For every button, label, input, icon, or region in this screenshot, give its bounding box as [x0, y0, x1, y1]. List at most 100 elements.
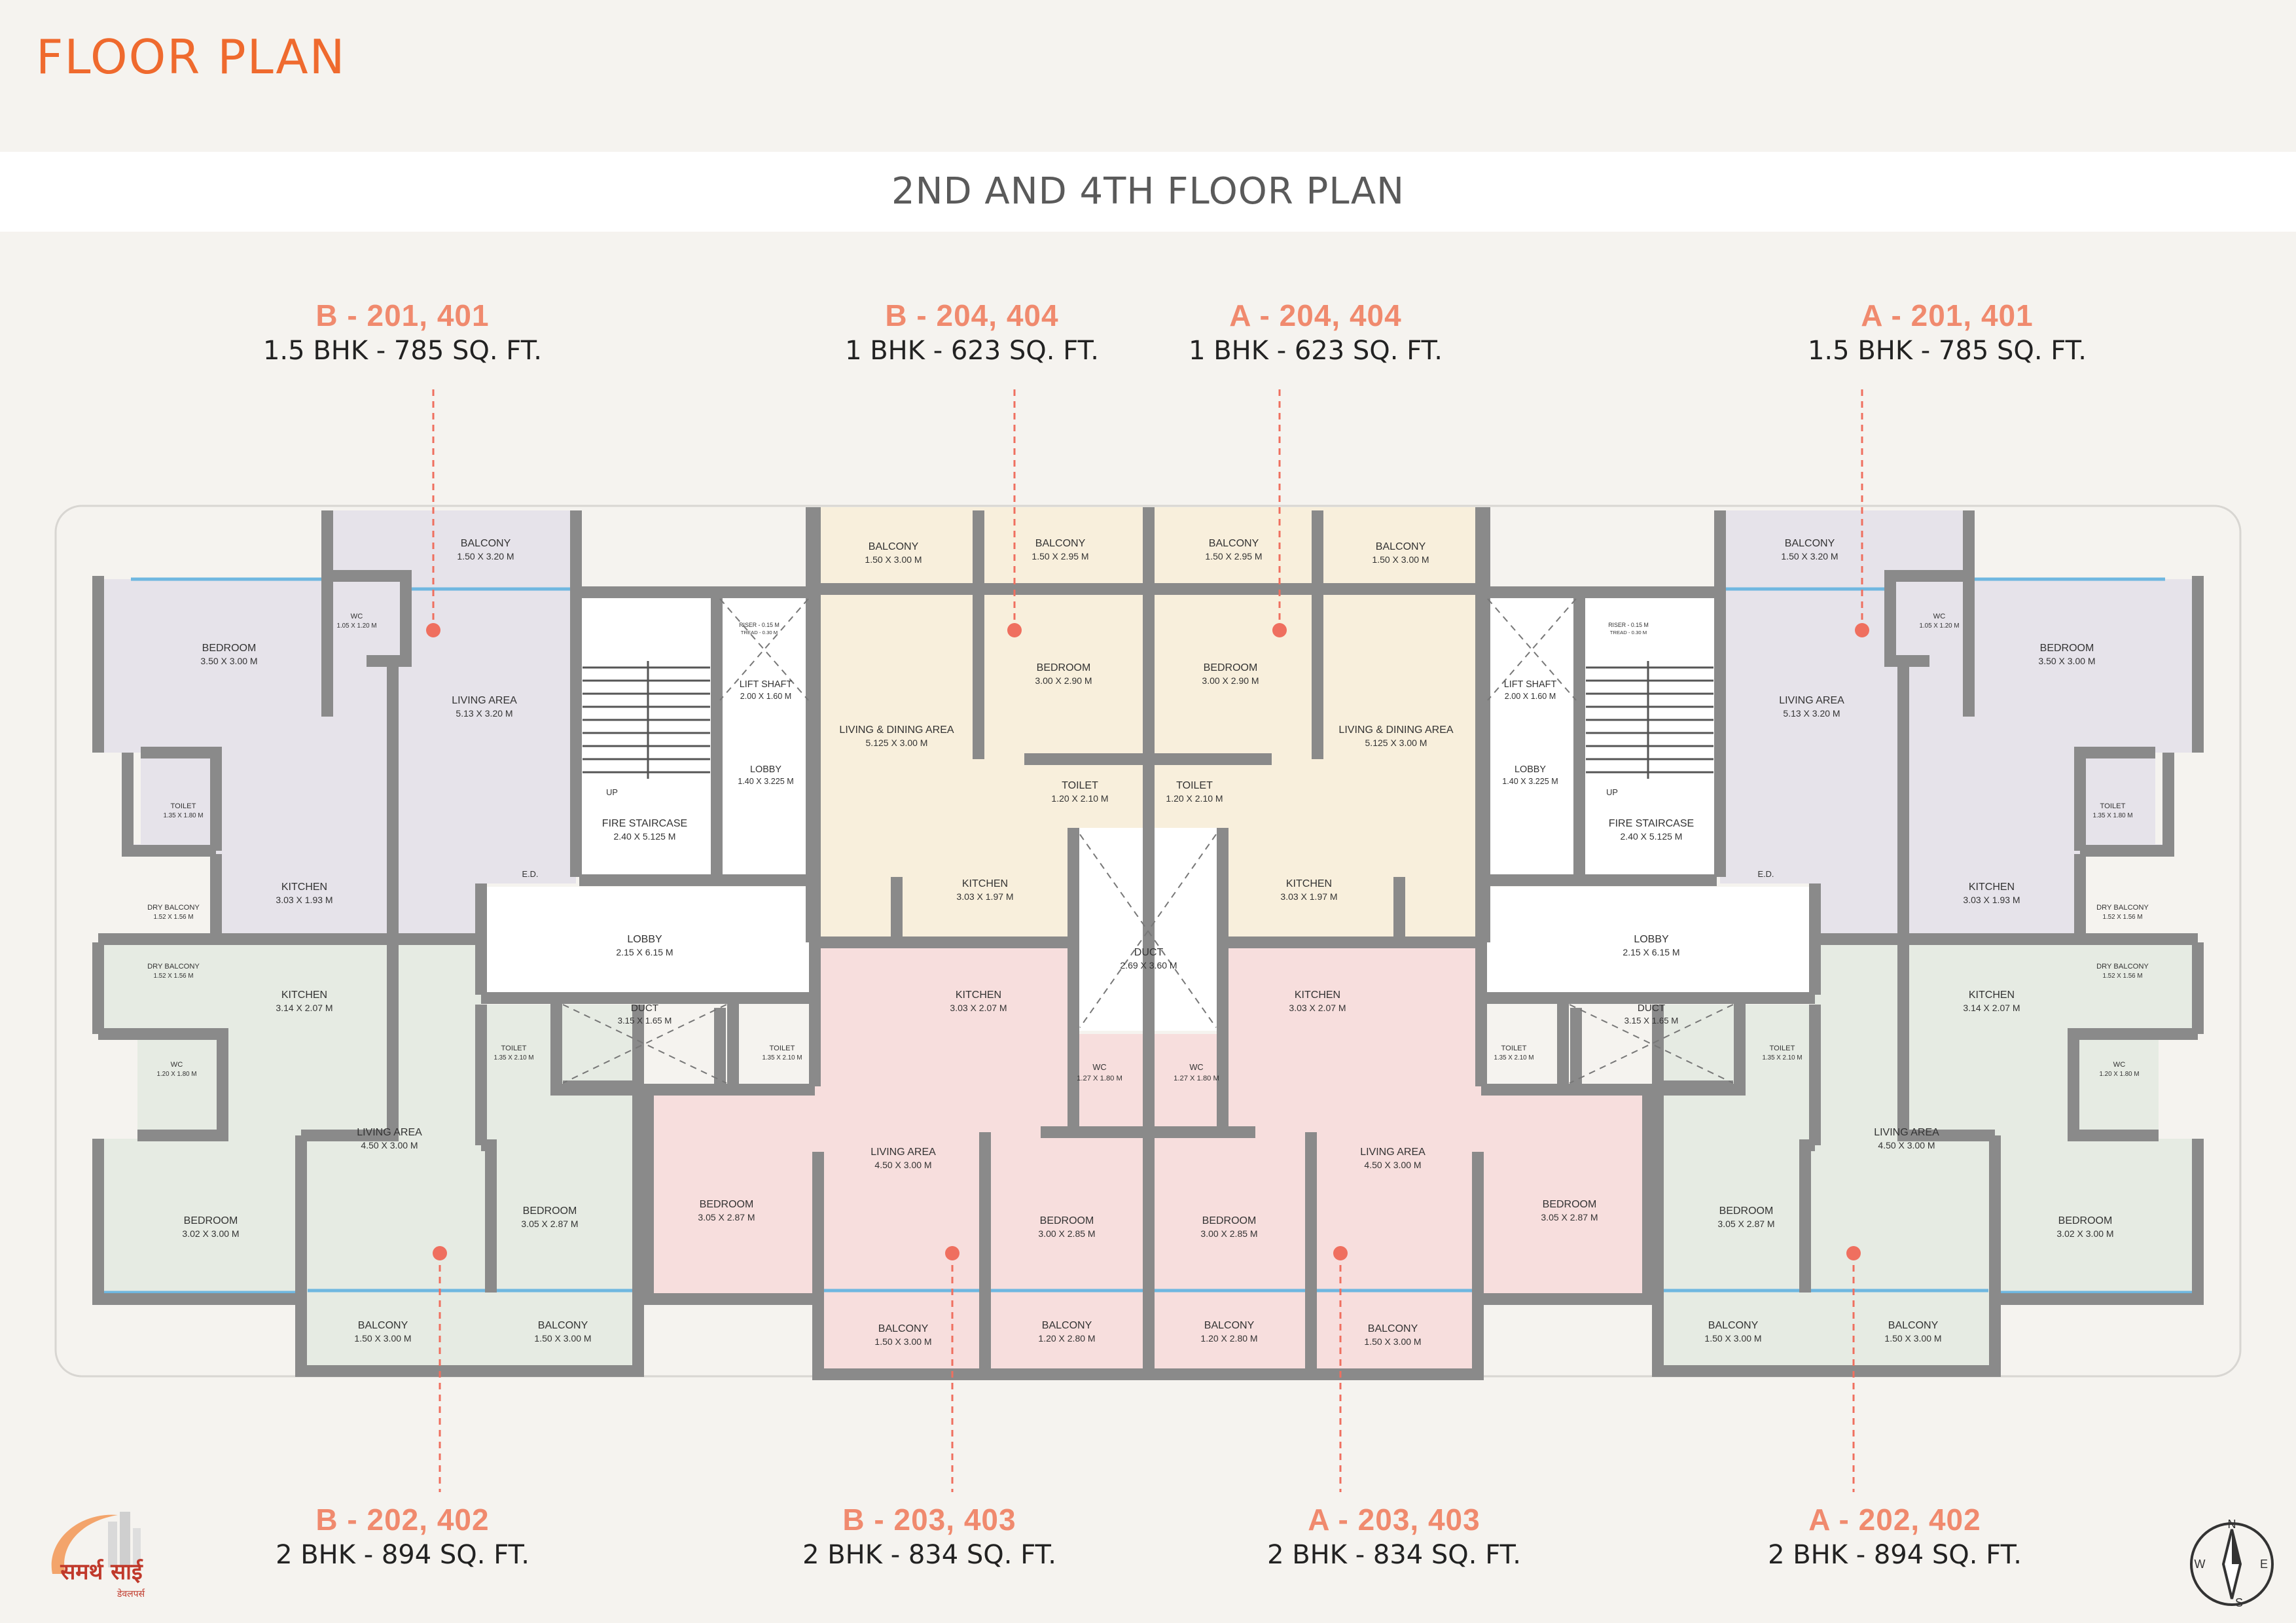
room-dimension: 3.05 X 2.87 M — [698, 1212, 755, 1222]
room-name: LOBBY — [1634, 934, 1669, 945]
unit-area: 2 BHK - 834 SQ. FT. — [802, 1540, 1056, 1570]
room-name: LIVING AREA — [1360, 1147, 1426, 1158]
unit-code: B - 204, 404 — [885, 298, 1059, 332]
room-name: BALCONY — [461, 538, 511, 549]
room-name: LIVING & DINING AREA — [839, 724, 954, 736]
room-name: BEDROOM — [1543, 1199, 1597, 1210]
unit-area: 2 BHK - 894 SQ. FT. — [276, 1540, 529, 1570]
unit-code: B - 201, 401 — [315, 298, 490, 332]
room-dimension: 3.00 X 2.90 M — [1202, 675, 1259, 686]
stair-left-fill — [579, 592, 812, 880]
room-name: LOBBY — [750, 764, 781, 775]
logo-subtext: डेवलपर्स — [117, 1588, 145, 1599]
room-name: LIFT SHAFT — [1504, 679, 1557, 690]
room-name: LIVING AREA — [1779, 695, 1844, 706]
room-name: BALCONY — [358, 1320, 408, 1331]
room-name: DRY BALCONY — [2096, 904, 2149, 912]
room-name: BALCONY — [878, 1323, 929, 1334]
room-name: WC — [1092, 1062, 1106, 1072]
room-name: BALCONY — [1209, 538, 1259, 549]
room-name: BEDROOM — [700, 1199, 754, 1210]
room-label-balcony: BALCONY 1.50 X 3.00 M — [354, 1320, 411, 1344]
room-name: FIRE STAIRCASE — [602, 818, 687, 829]
room-label-bedroom: BEDROOM 3.05 X 2.87 M — [698, 1199, 755, 1222]
room-dimension: 3.02 X 3.00 M — [2056, 1228, 2113, 1239]
page-title: FLOOR PLAN — [36, 29, 346, 84]
room-label-e-d: E.D. — [1758, 869, 1774, 879]
room-dimension: 3.03 X 1.97 M — [956, 891, 1013, 902]
compass-n: N — [2228, 1518, 2236, 1531]
room-dimension: 3.15 X 1.65 M — [1624, 1016, 1679, 1026]
room-name: TOILET — [1062, 780, 1098, 791]
unit-label-a202: A - 202, 402 2 BHK - 894 SQ. FT. — [1633, 1502, 2157, 1570]
unit-area: 1.5 BHK - 785 SQ. FT. — [1807, 336, 2087, 366]
room-dimension: 4.50 X 3.00 M — [1878, 1140, 1935, 1150]
room-name: LIVING AREA — [452, 695, 517, 706]
room-dimension: 3.03 X 2.07 M — [950, 1003, 1007, 1013]
room-name: KITCHEN — [1969, 882, 2015, 893]
room-dimension: 3.00 X 2.85 M — [1038, 1228, 1095, 1239]
lobby-right-fill — [1484, 887, 1815, 995]
unit-label-a204: A - 204, 404 1 BHK - 623 SQ. FT. — [1054, 298, 1577, 366]
unit-b203-fill — [648, 942, 1149, 1374]
room-dimension: 4.50 X 3.00 M — [361, 1140, 418, 1150]
room-name: WC — [351, 613, 363, 620]
room-dimension: 1.35 X 1.80 M — [2093, 812, 2133, 819]
compass-needle-fill — [2232, 1529, 2240, 1564]
room-name: BALCONY — [1204, 1320, 1255, 1331]
leader-lines — [432, 389, 1863, 1492]
room-name: DRY BALCONY — [147, 904, 200, 912]
unit-fills — [98, 507, 2198, 1374]
room-name: LIFT SHAFT — [740, 679, 793, 690]
room-name: E.D. — [522, 869, 539, 879]
unit-label-b203: B - 203, 403 2 BHK - 834 SQ. FT. — [668, 1502, 1191, 1570]
room-dimension: 1.35 X 2.10 M — [1494, 1054, 1534, 1061]
room-name: TOILET — [171, 802, 196, 810]
unit-b202-fill — [98, 942, 638, 1371]
room-dimension: 1.27 X 1.80 M — [1174, 1075, 1219, 1082]
room-dimension: 1.50 X 3.00 M — [354, 1333, 411, 1344]
developer-logo: समर्थ साई डेवलपर्स — [51, 1512, 145, 1599]
room-name: KITCHEN — [281, 990, 327, 1001]
unit-a202-fill — [1658, 942, 2198, 1371]
room-name: TOILET — [770, 1044, 795, 1052]
room-name: BALCONY — [1035, 538, 1086, 549]
room-dimension: 1.35 X 2.10 M — [762, 1054, 802, 1061]
room-name: BALCONY — [869, 541, 919, 552]
shaft-crosses — [562, 598, 1734, 1084]
room-name: KITCHEN — [956, 990, 1001, 1001]
room-dimension: 1.20 X 2.10 M — [1166, 793, 1223, 804]
room-label-kitchen: KITCHEN 3.03 X 2.07 M — [950, 990, 1007, 1013]
subtitle-band: 2ND AND 4TH FLOOR PLAN — [0, 152, 2296, 232]
room-dimension: 3.03 X 1.93 M — [276, 895, 332, 905]
room-name: E.D. — [1758, 869, 1774, 879]
room-dimension: 3.02 X 3.00 M — [182, 1228, 239, 1239]
room-name: BALCONY — [1785, 538, 1835, 549]
room-dimension: 5.125 X 3.00 M — [1365, 738, 1427, 748]
room-name: LOBBY — [627, 934, 662, 945]
unit-code: B - 203, 403 — [842, 1503, 1016, 1537]
